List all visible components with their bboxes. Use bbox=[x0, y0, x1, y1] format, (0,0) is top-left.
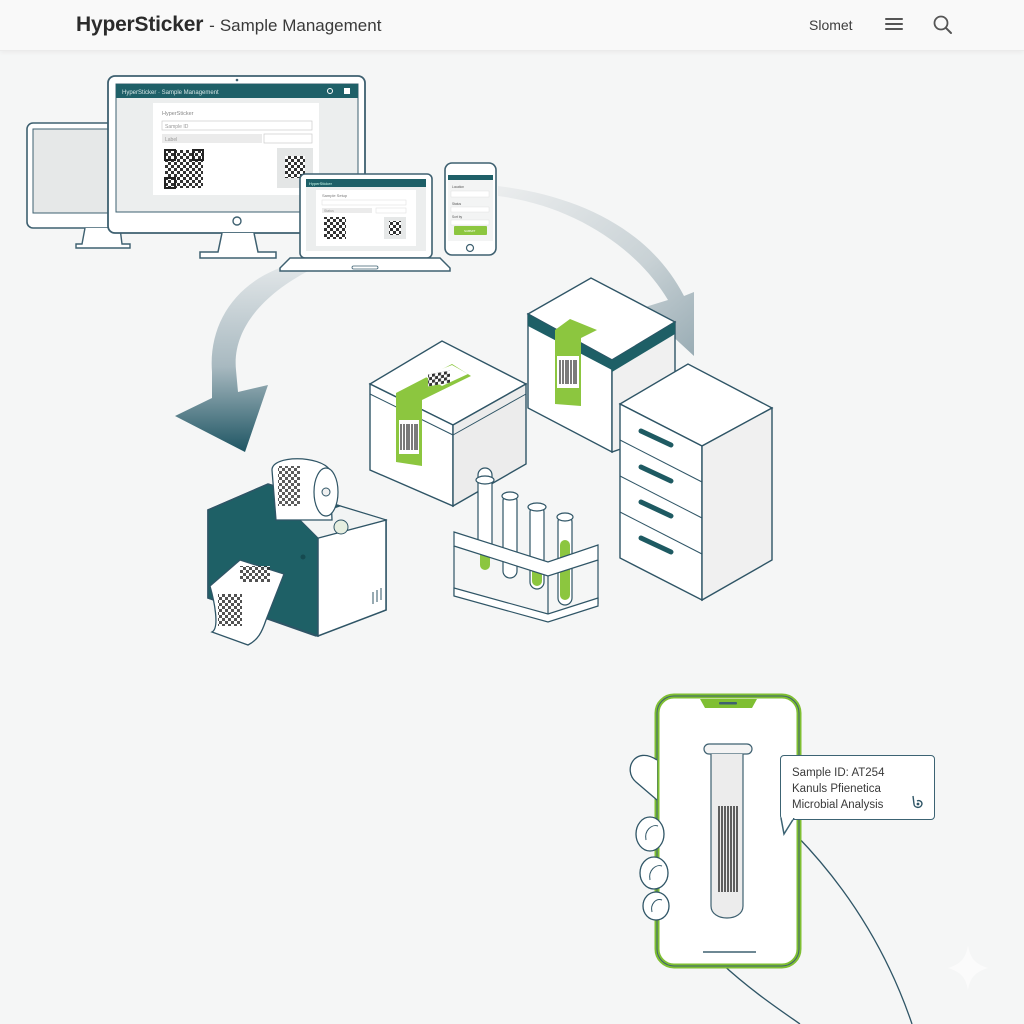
workflow-illustration: HyperSticker · Sample Management HyperSt… bbox=[0, 52, 1024, 1024]
scan-result-tooltip: Sample ID: AT254 Kanuls Pfienetica Micro… bbox=[780, 755, 935, 820]
laptop-screen-title: HyperSticker bbox=[309, 181, 333, 186]
phone-submit-button bbox=[454, 226, 487, 235]
phone-device: Location Status Sort by SUBMIT bbox=[444, 162, 497, 256]
tube-barcode bbox=[718, 806, 738, 892]
smartphone-scanner bbox=[629, 693, 913, 1024]
desktop-form-heading: HyperSticker bbox=[162, 111, 194, 117]
flow-arrow-to-storage bbox=[498, 186, 694, 356]
sample-box-qr bbox=[368, 340, 528, 508]
brand-name: HyperSticker bbox=[76, 13, 204, 36]
desktop-field-1: Sample ID bbox=[165, 124, 189, 130]
desktop-qr-code bbox=[165, 150, 203, 188]
label-printer bbox=[207, 458, 388, 646]
nav-link[interactable]: Slomet bbox=[809, 17, 853, 33]
laptop-field-label: Status bbox=[324, 209, 334, 213]
sparkle-icon bbox=[948, 945, 988, 990]
search-button[interactable] bbox=[932, 14, 954, 36]
phone-field-2: Status bbox=[452, 202, 461, 206]
flow-arrow-to-printer bbox=[175, 262, 310, 452]
menu-button[interactable] bbox=[884, 16, 904, 34]
desktop-screen-title: HyperSticker · Sample Management bbox=[122, 90, 219, 96]
laptop-form-heading: Sample Setup bbox=[322, 193, 348, 198]
brand-separator: - bbox=[209, 16, 215, 35]
filing-cabinet bbox=[618, 363, 774, 602]
hamburger-menu-icon bbox=[884, 18, 904, 30]
test-tube-rack bbox=[453, 467, 599, 623]
tap-pointer-icon[interactable] bbox=[910, 794, 924, 810]
tooltip-tail bbox=[780, 818, 795, 836]
search-icon bbox=[933, 15, 952, 34]
phone-submit-label: SUBMIT bbox=[464, 229, 476, 233]
phone-field-3: Sort by bbox=[452, 215, 463, 219]
desktop-field-2: Label bbox=[165, 137, 177, 143]
scan-sample-analysis: Microbial Analysis bbox=[792, 799, 884, 811]
scan-sample-id: Sample ID: AT254 bbox=[792, 767, 885, 779]
app-header: HyperSticker - Sample Management Slomet bbox=[0, 0, 1024, 51]
phone-field-1: Location bbox=[452, 185, 464, 189]
laptop: HyperSticker Sample Setup Status bbox=[279, 173, 451, 272]
brand-subtitle: Sample Management bbox=[219, 16, 382, 35]
scan-sample-name: Kanuls Pfienetica bbox=[792, 783, 881, 795]
brand[interactable]: HyperSticker - Sample Management bbox=[76, 13, 381, 37]
